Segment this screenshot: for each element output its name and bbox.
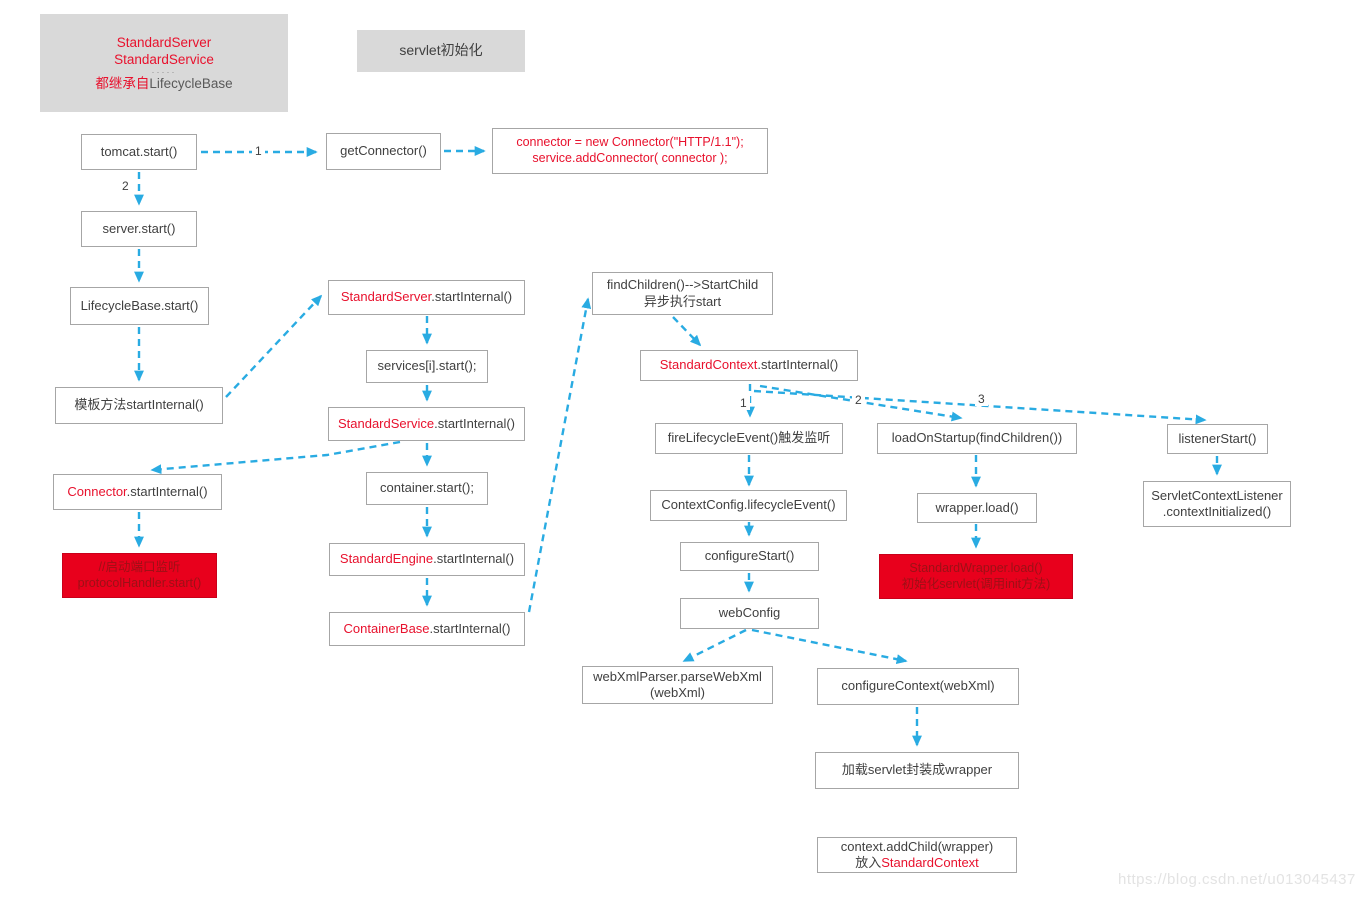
- node-load-servlet-wrapper: 加载servlet封装成wrapper: [815, 752, 1019, 789]
- arrow-webconfig-to-configurecontext: [751, 628, 908, 665]
- node-containerbase-startinternal: ContainerBase.startInternal(): [329, 612, 525, 646]
- arrow-findchildren-to-standardcontext: [672, 316, 702, 347]
- node-standardcontext-startinternal: StandardContext.startInternal(): [640, 350, 858, 381]
- node-protocol-handler-start: //启动端口监听 protocolHandler.start(): [62, 553, 217, 598]
- arrow-template-to-standardserver: [225, 294, 323, 398]
- edge-label-fan-3: 3: [975, 392, 988, 406]
- node-wrapper-load: wrapper.load(): [917, 493, 1037, 523]
- node-webxml-parser: webXmlParser.parseWebXml (webXml): [582, 666, 773, 704]
- node-find-children: findChildren()-->StartChild 异步执行start: [592, 272, 773, 315]
- arrow-standardservice-to-connector: [150, 440, 401, 475]
- node-lifecyclebase-start: LifecycleBase.start(): [70, 287, 209, 325]
- legend-line-3: 都继承自LifecycleBase: [95, 75, 233, 91]
- arrow-webconfig-to-webxmlparser: [682, 628, 747, 663]
- node-web-config: webConfig: [680, 598, 819, 629]
- node-standardserver-startinternal: StandardServer.startInternal(): [328, 280, 525, 315]
- node-fire-lifecycle-event: fireLifecycleEvent()触发监听: [655, 423, 843, 454]
- node-configure-context: configureContext(webXml): [817, 668, 1019, 705]
- node-template-method-startinternal: 模板方法startInternal(): [55, 387, 223, 424]
- node-connector-startinternal: Connector.startInternal(): [53, 474, 222, 510]
- edge-label-1-top: 1: [252, 144, 265, 158]
- node-servletcontextlistener: ServletContextListener .contextInitializ…: [1143, 481, 1291, 527]
- node-standardwrapper-load: StandardWrapper.load() 初始化servlet(调用init…: [879, 554, 1073, 599]
- node-get-connector: getConnector(): [326, 133, 441, 170]
- node-standardengine-startinternal: StandardEngine.startInternal(): [329, 543, 525, 576]
- node-server-start: server.start(): [81, 211, 197, 247]
- title-servlet-init: servlet初始化: [357, 30, 525, 72]
- node-standardservice-startinternal: StandardService.startInternal(): [328, 407, 525, 441]
- node-listener-start: listenerStart(): [1167, 424, 1268, 454]
- node-context-addchild: context.addChild(wrapper) 放入StandardCont…: [817, 837, 1017, 873]
- node-contextconfig-lifecycleevent: ContextConfig.lifecycleEvent(): [650, 490, 847, 521]
- edge-label-fan-1: 1: [737, 396, 750, 410]
- arrow-containerbase-to-findchildren: [527, 297, 592, 613]
- node-tomcat-start: tomcat.start(): [81, 134, 197, 170]
- node-configure-start: configureStart(): [680, 542, 819, 571]
- legend-line-2: StandardService: [114, 52, 214, 68]
- arrow-standardcontext-to-listenerstart: [753, 389, 1207, 425]
- watermark-url: https://blog.csdn.net/u013045437: [1118, 871, 1356, 888]
- legend-dots: ·····: [151, 66, 177, 77]
- legend-line-1: StandardServer: [116, 34, 212, 50]
- node-services-start: services[i].start();: [366, 350, 488, 383]
- edge-label-2-left: 2: [119, 179, 132, 193]
- node-connector-code: connector = new Connector("HTTP/1.1"); s…: [492, 128, 768, 174]
- node-container-start: container.start();: [366, 472, 488, 505]
- edge-label-fan-2: 2: [852, 393, 865, 407]
- node-load-on-startup: loadOnStartup(findChildren()): [877, 423, 1077, 454]
- legend-box: StandardServer StandardService ····· 都继承…: [40, 14, 288, 112]
